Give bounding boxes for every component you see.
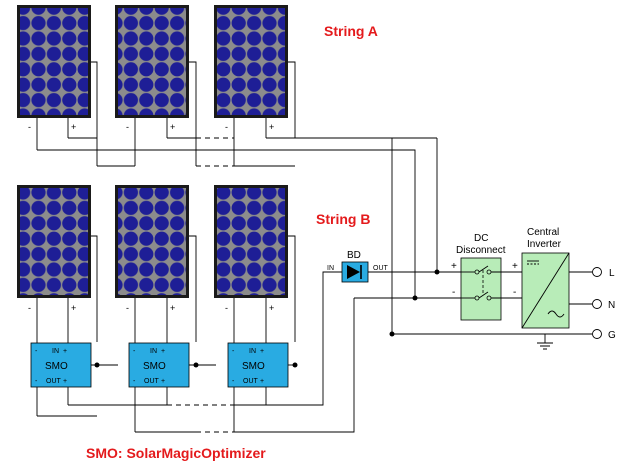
svg-text:+: + <box>269 303 274 313</box>
svg-text:IN: IN <box>150 348 157 355</box>
svg-text:+: + <box>161 348 165 355</box>
svg-text:+: + <box>63 378 67 385</box>
svg-text:-: - <box>513 287 516 298</box>
smo-box: - IN + SMO - OUT + <box>128 342 190 388</box>
svg-text:+: + <box>260 348 264 355</box>
svg-text:IN: IN <box>249 348 256 355</box>
svg-text:-: - <box>232 378 235 385</box>
svg-text:-: - <box>232 348 235 355</box>
string-a-panels <box>17 5 288 118</box>
output-l-label: L <box>609 268 615 279</box>
svg-text:-: - <box>35 348 38 355</box>
bypass-diode: IN OUT BD <box>327 250 461 283</box>
svg-text:+: + <box>63 348 67 355</box>
svg-text:SMO: SMO <box>143 361 166 372</box>
svg-text:IN: IN <box>327 265 334 272</box>
panel-terminal-labels: - + - + - + - + - + - + <box>28 122 274 313</box>
svg-text:IN: IN <box>52 348 59 355</box>
svg-text:BD: BD <box>347 250 361 261</box>
svg-text:Central: Central <box>527 227 559 238</box>
svg-text:+: + <box>512 261 518 272</box>
svg-text:-: - <box>28 303 31 313</box>
output-n-label: N <box>608 300 615 311</box>
svg-text:Disconnect: Disconnect <box>456 245 506 256</box>
svg-text:+: + <box>71 303 76 313</box>
svg-text:+: + <box>260 378 264 385</box>
svg-text:Inverter: Inverter <box>527 239 562 250</box>
svg-text:SMO: SMO <box>242 361 265 372</box>
svg-text:-: - <box>126 122 129 132</box>
terminal-g <box>592 329 602 339</box>
svg-text:-: - <box>28 122 31 132</box>
output-g-label: G <box>608 330 616 341</box>
svg-text:+: + <box>269 122 274 132</box>
svg-text:-: - <box>133 378 136 385</box>
smo-box: - IN + SMO - OUT + <box>30 342 92 388</box>
string-a-label: String A <box>324 23 378 39</box>
solar-panel <box>214 5 288 118</box>
dc-bus <box>354 138 592 335</box>
svg-text:+: + <box>161 378 165 385</box>
terminal-l <box>592 267 602 277</box>
svg-text:+: + <box>170 122 175 132</box>
svg-text:OUT: OUT <box>243 378 259 385</box>
terminal-n <box>592 299 602 309</box>
svg-text:-: - <box>225 303 228 313</box>
string-b-wiring <box>36 235 355 433</box>
string-a-wiring <box>36 61 438 298</box>
solar-panel <box>17 5 91 118</box>
svg-text:-: - <box>133 348 136 355</box>
solar-panel <box>115 185 189 298</box>
svg-text:-: - <box>452 287 455 298</box>
svg-text:-: - <box>126 303 129 313</box>
junction-dots <box>94 269 440 368</box>
svg-text:-: - <box>35 378 38 385</box>
svg-text:+: + <box>170 303 175 313</box>
solar-panel <box>17 185 91 298</box>
svg-text:OUT: OUT <box>373 265 389 272</box>
solar-panel <box>115 5 189 118</box>
svg-text:DC: DC <box>474 233 488 244</box>
ground-icon <box>537 334 553 350</box>
smo-box: - IN + SMO - OUT + <box>227 342 289 388</box>
solar-panel <box>214 185 288 298</box>
svg-text:OUT: OUT <box>144 378 160 385</box>
svg-text:+: + <box>71 122 76 132</box>
svg-text:-: - <box>225 122 228 132</box>
string-b-panels <box>17 185 288 298</box>
central-inverter: Central Inverter + - <box>512 227 592 329</box>
string-b-label: String B <box>316 211 370 227</box>
dc-disconnect: DC Disconnect + - <box>451 233 522 321</box>
output-terminals: L N G <box>592 267 616 341</box>
svg-text:SMO: SMO <box>45 361 68 372</box>
svg-text:OUT: OUT <box>46 378 62 385</box>
smo-note: SMO: SolarMagicOptimizer <box>86 445 266 461</box>
svg-text:+: + <box>451 261 457 272</box>
